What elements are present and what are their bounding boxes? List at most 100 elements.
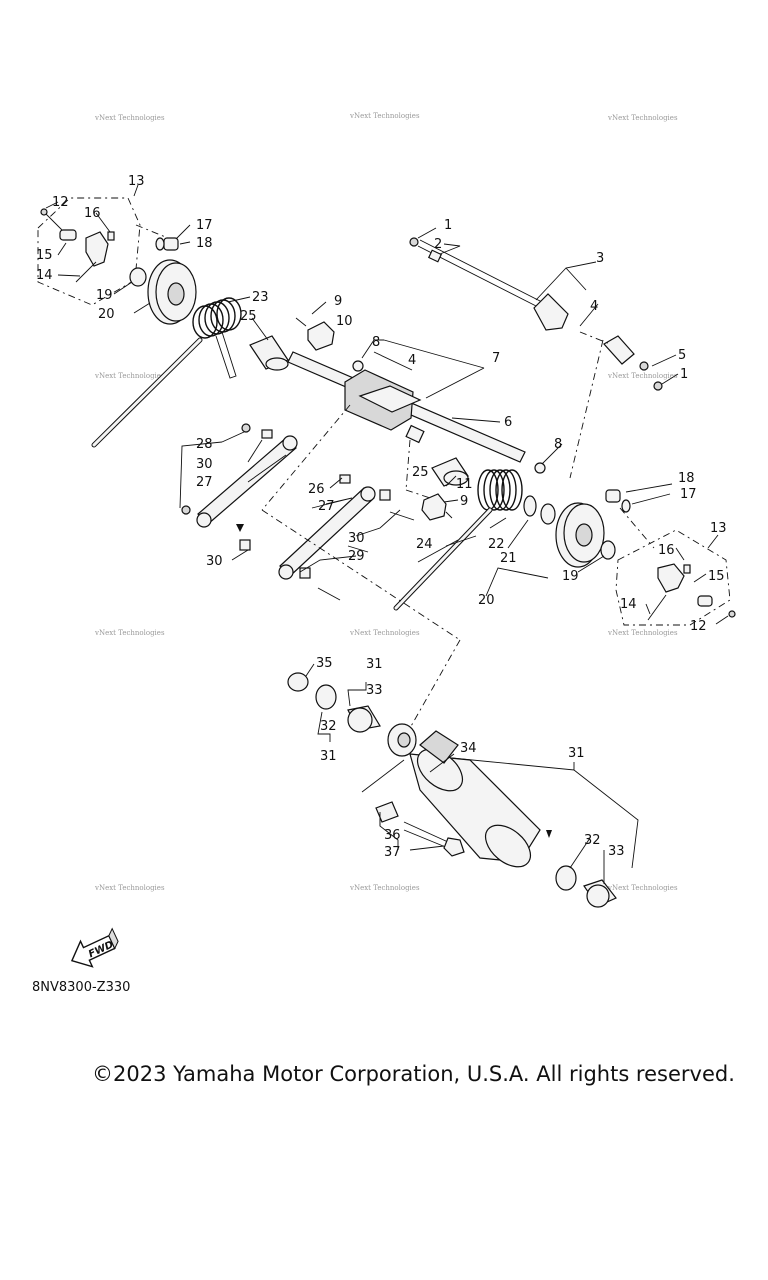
callout-8: 8 bbox=[554, 437, 562, 452]
callout-17: 17 bbox=[680, 487, 697, 502]
watermark: vNext Technologies bbox=[349, 884, 420, 892]
link-plate-right bbox=[239, 474, 415, 601]
callout-25: 25 bbox=[240, 309, 257, 324]
callout-4: 4 bbox=[408, 353, 416, 368]
stopper-upper bbox=[295, 317, 335, 351]
drawing-code: 8NV8300-Z330 bbox=[32, 980, 131, 995]
callout-25: 25 bbox=[412, 465, 429, 480]
callout-33: 33 bbox=[366, 683, 383, 698]
bracket-assembly-left bbox=[37, 197, 147, 306]
fwd-arrow-icon: FWD bbox=[70, 927, 119, 968]
callout-37: 37 bbox=[384, 845, 401, 860]
watermark: vNext Technologies bbox=[94, 372, 165, 380]
collar-upper bbox=[249, 335, 289, 371]
callout-17: 17 bbox=[196, 218, 213, 233]
nut-lower bbox=[534, 462, 546, 474]
callout-30: 30 bbox=[196, 457, 213, 472]
callout-13: 13 bbox=[128, 174, 145, 189]
watermark: vNext Technologies bbox=[349, 629, 420, 637]
callout-36: 36 bbox=[384, 828, 401, 843]
callout-29: 29 bbox=[348, 549, 365, 564]
callout-6: 6 bbox=[504, 415, 512, 430]
callout-20: 20 bbox=[478, 593, 495, 608]
link-plate-left bbox=[181, 423, 298, 528]
callout-15: 15 bbox=[708, 569, 725, 584]
callout-19: 19 bbox=[562, 569, 579, 584]
callout-18: 18 bbox=[196, 236, 213, 251]
callout-14: 14 bbox=[620, 597, 637, 612]
callout-31: 31 bbox=[320, 749, 337, 764]
shock-bolt bbox=[375, 801, 465, 857]
callout-19: 19 bbox=[96, 288, 113, 303]
callout-2: 2 bbox=[434, 237, 442, 252]
spring-arm-right bbox=[393, 507, 493, 611]
callout-23: 23 bbox=[252, 290, 269, 305]
callout-24: 24 bbox=[416, 537, 433, 552]
idler-wheel-right bbox=[555, 502, 616, 568]
marker-arrow bbox=[546, 830, 552, 838]
leader-lines bbox=[45, 184, 729, 884]
callout-32: 32 bbox=[584, 833, 601, 848]
callout-11: 11 bbox=[456, 477, 473, 492]
watermark: vNext Technologies bbox=[607, 884, 678, 892]
callout-1: 1 bbox=[444, 218, 452, 233]
callout-30: 30 bbox=[348, 531, 365, 546]
callout-12: 12 bbox=[690, 619, 707, 634]
callout-16: 16 bbox=[658, 543, 675, 558]
callout-9: 9 bbox=[334, 294, 342, 309]
watermark: vNext Technologies bbox=[349, 112, 420, 120]
collar-lower bbox=[431, 457, 469, 487]
callout-8: 8 bbox=[372, 335, 380, 350]
callout-4: 4 bbox=[590, 299, 598, 314]
callout-22: 22 bbox=[488, 537, 505, 552]
marker-arrow bbox=[236, 524, 244, 532]
watermark: vNext Technologies bbox=[94, 884, 165, 892]
shock-bushings-lower bbox=[555, 865, 617, 908]
callout-9: 9 bbox=[460, 494, 468, 509]
callout-32: 32 bbox=[320, 719, 337, 734]
callout-14: 14 bbox=[36, 268, 53, 283]
watermark-group: vNext Technologies vNext Technologies vN… bbox=[94, 112, 678, 892]
callout-27: 27 bbox=[318, 499, 335, 514]
callout-26: 26 bbox=[308, 482, 325, 497]
copyright-notice: ©2023 Yamaha Motor Corporation, U.S.A. A… bbox=[92, 1062, 735, 1086]
callout-1: 1 bbox=[680, 367, 688, 382]
idler-wheel-left bbox=[147, 259, 197, 325]
callout-21: 21 bbox=[500, 551, 517, 566]
stopper-lower bbox=[421, 493, 453, 521]
callout-5: 5 bbox=[678, 348, 686, 363]
watermark: vNext Technologies bbox=[607, 114, 678, 122]
callout-27: 27 bbox=[196, 475, 213, 490]
callout-7: 7 bbox=[492, 351, 500, 366]
callout-18: 18 bbox=[678, 471, 695, 486]
callout-33: 33 bbox=[608, 844, 625, 859]
callout-20: 20 bbox=[98, 307, 115, 322]
callout-12: 12 bbox=[52, 195, 69, 210]
upper-rod bbox=[409, 237, 543, 309]
watermark: vNext Technologies bbox=[94, 629, 165, 637]
washer-right-upper bbox=[605, 489, 631, 513]
callout-13: 13 bbox=[710, 521, 727, 536]
callout-35: 35 bbox=[316, 656, 333, 671]
callout-30: 30 bbox=[206, 554, 223, 569]
main-shaft bbox=[287, 351, 526, 463]
reference-lines bbox=[135, 224, 655, 729]
callout-10: 10 bbox=[336, 314, 353, 329]
nut-upper bbox=[352, 360, 364, 372]
circlip bbox=[523, 495, 556, 525]
bracket-upper-right bbox=[533, 293, 663, 391]
callout-28: 28 bbox=[196, 437, 213, 452]
watermark: vNext Technologies bbox=[94, 114, 165, 122]
callout-labels: 13 12 16 15 14 17 18 19 20 23 25 9 10 1 … bbox=[36, 174, 727, 860]
shock-bushings-upper bbox=[287, 672, 381, 733]
callout-31: 31 bbox=[366, 657, 383, 672]
torsion-spring-right bbox=[477, 469, 523, 511]
parts-diagram: vNext Technologies vNext Technologies vN… bbox=[36, 112, 736, 968]
callout-3: 3 bbox=[596, 251, 604, 266]
callout-16: 16 bbox=[84, 206, 101, 221]
callout-15: 15 bbox=[36, 248, 53, 263]
bracket-assembly-right bbox=[615, 529, 736, 626]
callout-34: 34 bbox=[460, 741, 477, 756]
spring-arm-left bbox=[91, 337, 203, 448]
watermark: vNext Technologies bbox=[607, 629, 678, 637]
